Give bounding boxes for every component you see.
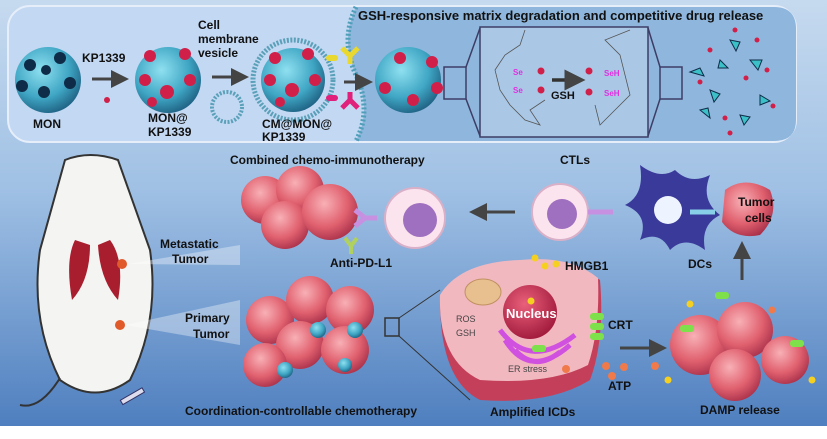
anti-pd-l1-antibody xyxy=(343,208,377,254)
ctl-attacking xyxy=(384,187,446,249)
label-nucleus: Nucleus xyxy=(506,306,557,321)
label-primary: Primary xyxy=(185,311,230,325)
label-gsh-cell: GSH xyxy=(456,328,476,338)
label-cell: Cell xyxy=(198,18,220,32)
nucleus xyxy=(503,285,557,339)
silica-framework-box xyxy=(479,26,649,138)
mon-particle xyxy=(15,47,81,113)
drug-molecule xyxy=(104,97,110,103)
label-crt: CRT xyxy=(608,318,633,332)
drug-dot xyxy=(585,67,593,75)
label-seh-2: SeH xyxy=(604,89,620,98)
mon-kp1339-particle xyxy=(135,47,201,113)
label-hmgb1: HMGB1 xyxy=(565,259,609,273)
zoom-box-primary xyxy=(384,317,400,337)
label-ctls: CTLs xyxy=(560,153,590,167)
label-metastatic-tumor: Tumor xyxy=(172,252,209,266)
internalized-particle xyxy=(375,47,443,113)
zoom-lines-icd xyxy=(398,289,471,401)
label-amplified: Amplified ICDs xyxy=(490,405,576,419)
tumor-cell xyxy=(722,182,774,237)
label-mon: MON xyxy=(33,117,61,131)
label-seh-1: SeH xyxy=(604,69,620,78)
label-cells: cells xyxy=(745,211,772,225)
top-panel-title: GSH-responsive matrix degradation and co… xyxy=(358,8,763,23)
mouse-illustration xyxy=(19,154,240,407)
label-tumor: Tumor xyxy=(738,195,775,209)
label-cm-mon: CM@MON@ xyxy=(262,117,332,131)
label-ros: ROS xyxy=(456,314,476,324)
dendritic-cell xyxy=(625,165,720,250)
metastatic-tumor-cluster xyxy=(241,166,358,249)
label-mon-at: MON@ xyxy=(148,111,188,125)
drug-dot xyxy=(537,86,545,94)
label-kp1339: KP1339 xyxy=(82,51,126,65)
drug-dot xyxy=(537,67,545,75)
zoom-target-box xyxy=(659,66,683,100)
damp-cluster xyxy=(664,292,816,401)
label-coordination: Coordination-controllable chemotherapy xyxy=(185,404,417,418)
label-atp: ATP xyxy=(608,379,631,393)
label-primary-tumor: Tumor xyxy=(193,327,230,341)
label-er-stress: ER stress xyxy=(508,364,548,374)
hmgb1-dots xyxy=(527,254,560,305)
degraded-fragments xyxy=(688,27,776,136)
cm-mon-kp1339-particle xyxy=(250,37,360,123)
label-combined: Combined chemo-immunotherapy xyxy=(230,153,425,167)
label-anti-pd-l1: Anti-PD-L1 xyxy=(330,256,392,270)
metastatic-tumor-site xyxy=(117,259,127,269)
syringe-icon xyxy=(119,387,146,406)
top-panel: MON KP1339 MON@ KP1339 Cell membrane ves… xyxy=(7,5,797,144)
mitochondrion xyxy=(464,278,502,306)
atp-dots xyxy=(562,362,659,380)
label-membrane: membrane xyxy=(198,32,259,46)
label-gsh-top: GSH xyxy=(551,90,575,102)
label-se-2: Se xyxy=(513,86,523,95)
label-vesicle: vesicle xyxy=(198,46,238,60)
icd-tumor-cell xyxy=(439,259,602,401)
zoom-lines-left xyxy=(465,27,481,137)
primary-tumor-site xyxy=(115,320,125,330)
crt-markers xyxy=(590,313,604,340)
ctl-cell xyxy=(531,183,613,241)
bottom-margin xyxy=(0,426,827,439)
label-cm-kp1339: KP1339 xyxy=(262,130,306,144)
label-dcs: DCs xyxy=(688,257,712,271)
primary-tumor-cluster xyxy=(243,276,374,387)
label-se-1: Se xyxy=(513,68,523,77)
zoom-lines-right xyxy=(647,27,661,137)
membrane-vesicle xyxy=(210,90,244,124)
cell-membrane xyxy=(345,5,367,143)
silica-framework xyxy=(494,29,631,126)
label-mon-kp1339: KP1339 xyxy=(148,125,192,139)
drug-dot xyxy=(585,88,593,96)
label-damp: DAMP release xyxy=(700,403,780,417)
label-metastatic: Metastatic xyxy=(160,237,219,251)
zoom-source-box xyxy=(443,66,467,100)
